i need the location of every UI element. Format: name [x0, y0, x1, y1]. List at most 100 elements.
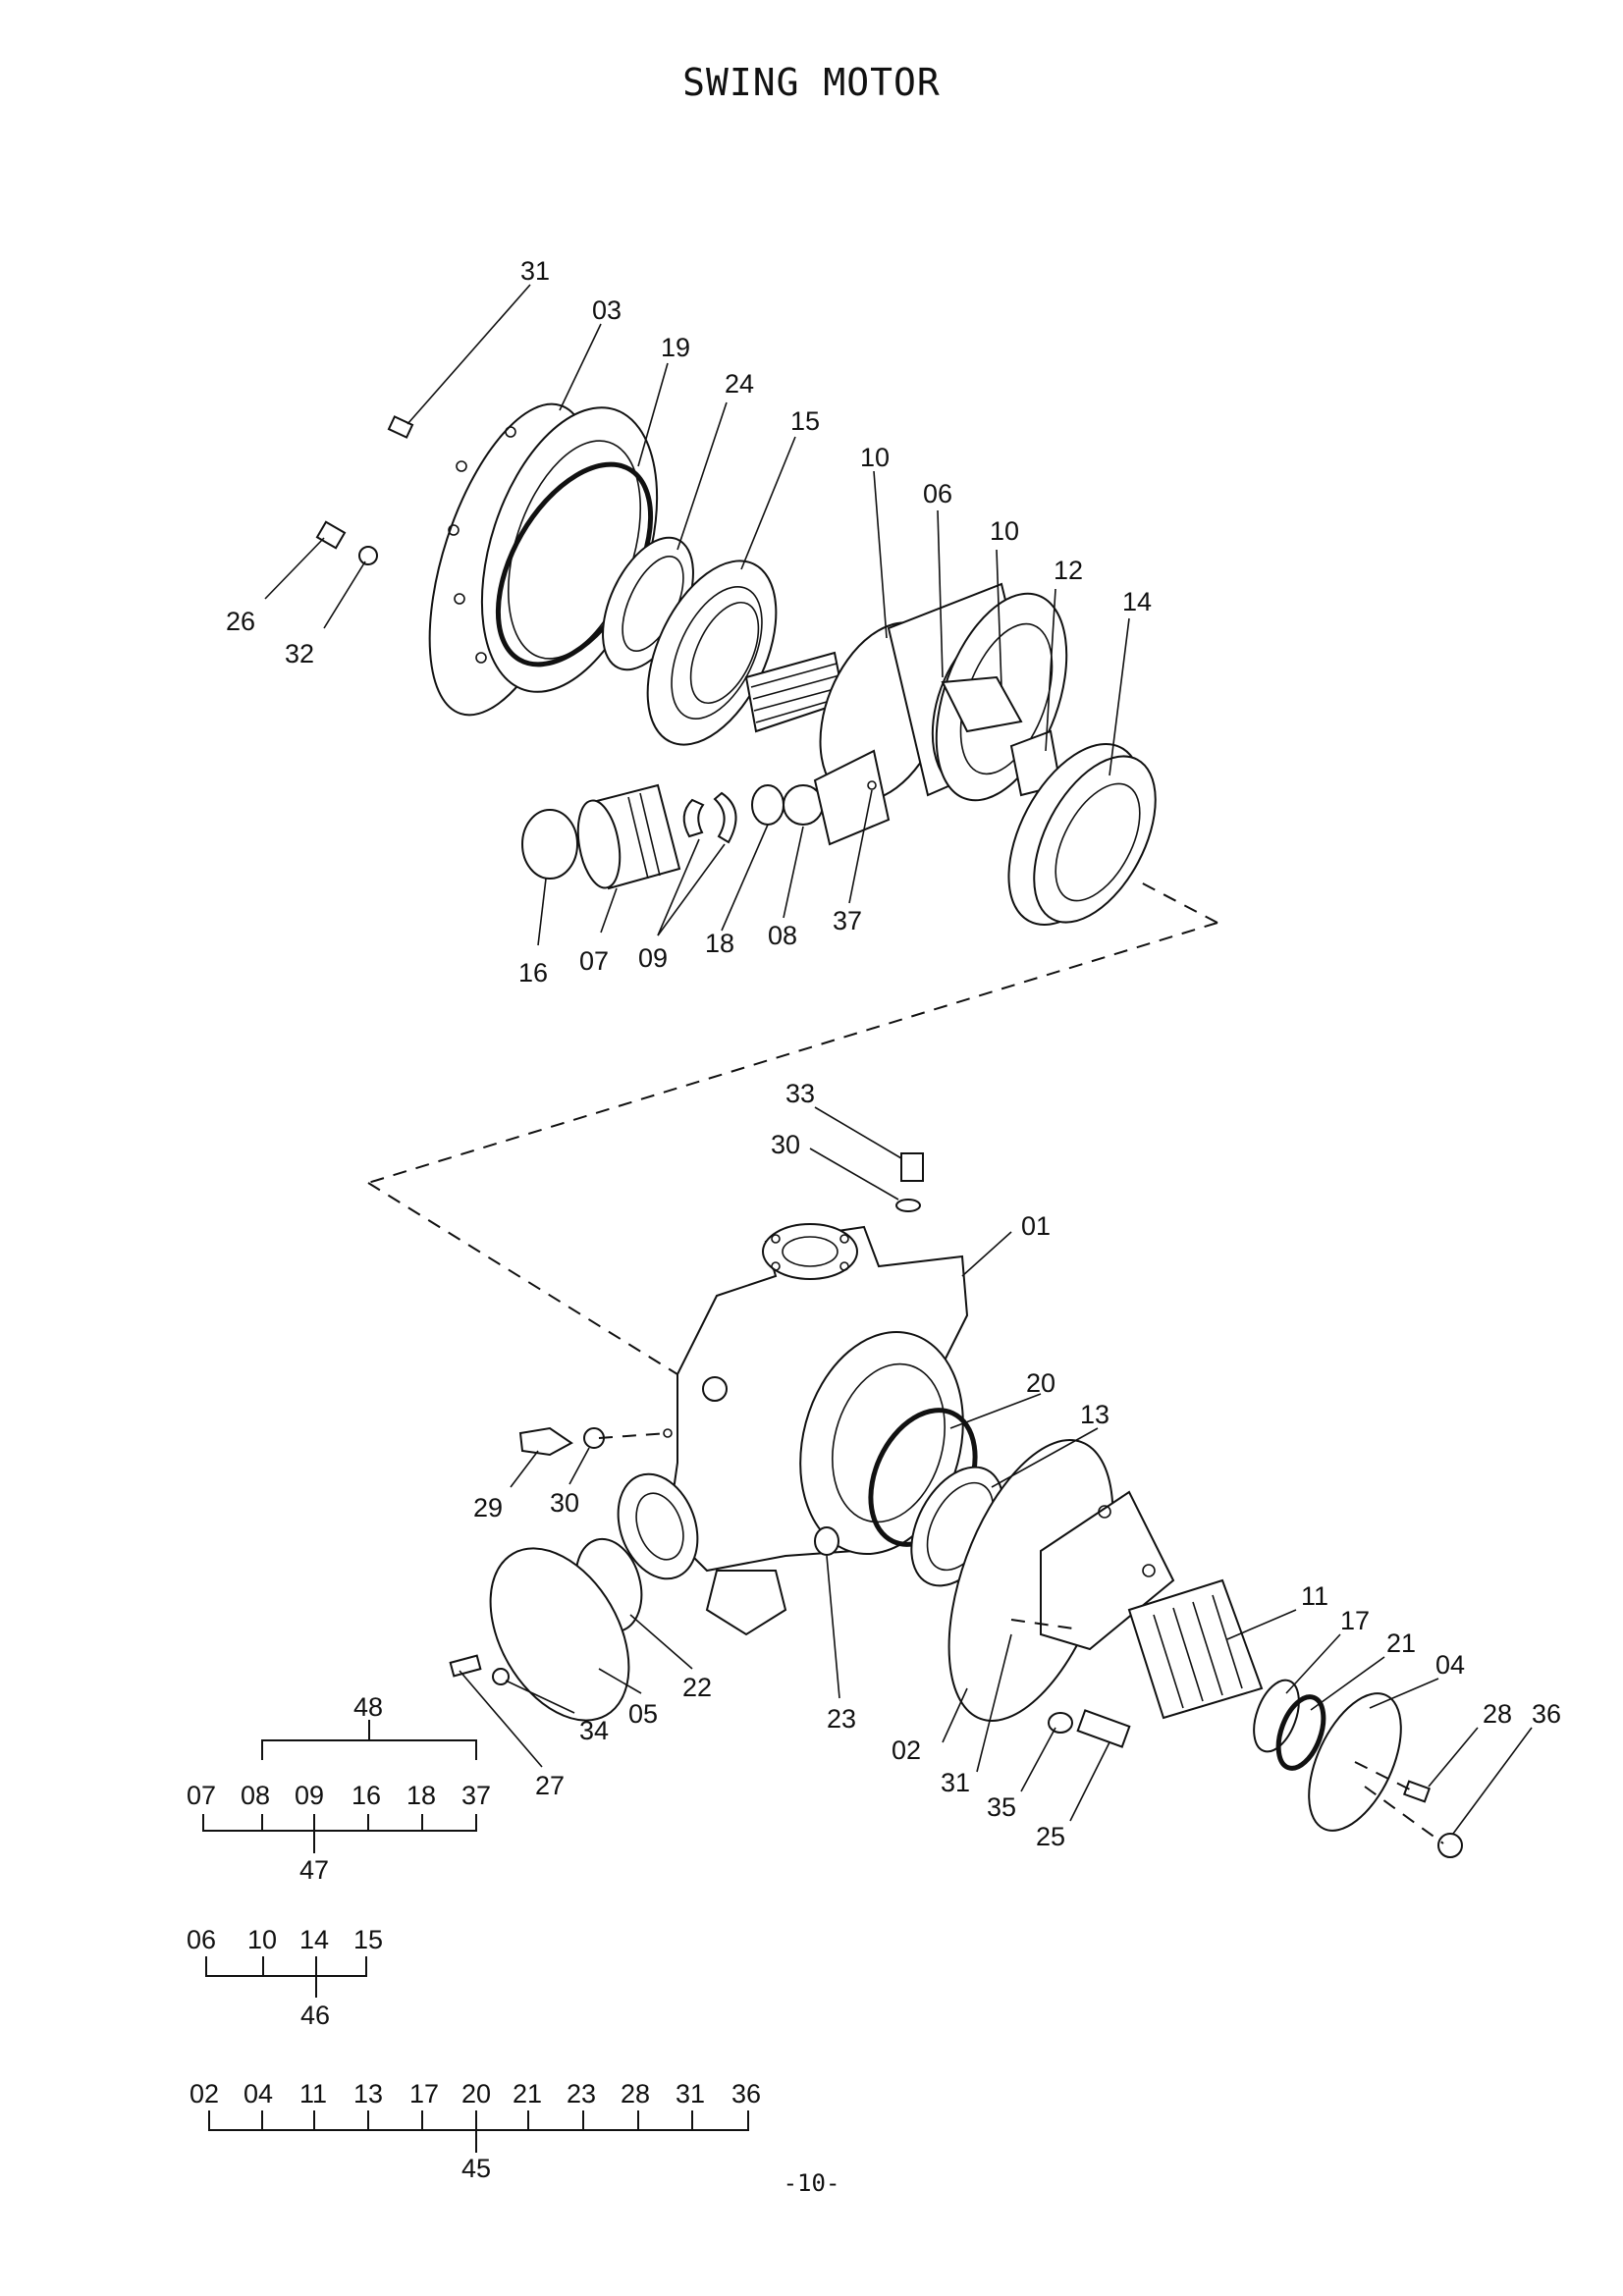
assembly-46-number: 46: [300, 2001, 330, 2030]
assembly-member-23: 23: [567, 2079, 596, 2109]
part-21-o-ring: [1275, 1694, 1326, 1771]
part-29-fitting: [518, 1426, 573, 1457]
callout-03: 03: [592, 295, 622, 325]
assembly-45-number: 45: [461, 2154, 491, 2183]
part-18-ring: [751, 784, 784, 826]
upper-leader-lines: [264, 284, 1218, 1375]
assembly-member-07: 07: [187, 1781, 216, 1810]
part-31-plug: [387, 415, 414, 439]
callout-08: 08: [768, 921, 797, 950]
part-28-bolt: [1402, 1780, 1432, 1803]
callout-10: 10: [860, 443, 890, 472]
callout-12: 12: [1054, 556, 1083, 585]
part-23-o-ring: [814, 1526, 839, 1556]
callout-10-second: 10: [990, 516, 1019, 546]
callout-25: 25: [1036, 1822, 1065, 1851]
page-number: -10-: [783, 2169, 840, 2197]
callout-07: 07: [579, 946, 609, 976]
callout-05: 05: [628, 1699, 658, 1729]
assembly-member-37: 37: [461, 1781, 491, 1810]
part-09-half-ring-b: [713, 791, 737, 844]
part-17-ring: [1253, 1679, 1300, 1753]
part-07-piston: [576, 783, 681, 890]
assembly-45-bracket: 02 04 11 13 17 20 21 23 28 31 36 45: [189, 2079, 761, 2183]
callout-24: 24: [725, 369, 754, 399]
assembly-member-11: 11: [299, 2079, 327, 2109]
callout-30: 30: [771, 1130, 800, 1159]
callout-31: 31: [520, 256, 550, 286]
callout-27: 27: [535, 1771, 565, 1800]
callout-17: 17: [1340, 1606, 1370, 1635]
callout-37: 37: [833, 906, 862, 935]
part-30-washer-top: [895, 1199, 921, 1212]
assembly-member-10: 10: [247, 1925, 277, 1954]
part-14-bearing: [1007, 743, 1157, 926]
callout-18: 18: [705, 929, 734, 958]
callout-15: 15: [790, 406, 820, 436]
part-26-bolt: [315, 520, 347, 550]
callout-30-second: 30: [550, 1488, 579, 1518]
callout-23: 23: [827, 1704, 856, 1734]
callout-11: 11: [1301, 1581, 1328, 1611]
part-01-housing: [617, 1223, 969, 1636]
part-34-washer: [492, 1668, 510, 1685]
callout-36: 36: [1532, 1699, 1561, 1729]
assembly-member-14: 14: [299, 1925, 329, 1954]
assembly-member-18: 18: [406, 1781, 436, 1810]
part-25-bolt: [1076, 1709, 1131, 1748]
lower-assembly: 33 30 01 20 13 29 30 22 05 23 34 27 02 3…: [449, 1079, 1561, 1858]
callout-22: 22: [682, 1673, 712, 1702]
part-06-shaft: [744, 582, 1068, 802]
assembly-member-17: 17: [409, 2079, 439, 2109]
callout-09: 09: [638, 943, 668, 973]
callout-34: 34: [579, 1716, 609, 1745]
part-02-valve-housing: [947, 1439, 1175, 1722]
callout-32: 32: [285, 639, 314, 668]
callout-35: 35: [987, 1792, 1016, 1822]
lower-leader-lines: [459, 1106, 1533, 1844]
part-36-eye-bolt: [1437, 1833, 1463, 1858]
assembly-46-bracket: 06 10 14 15 46: [187, 1925, 383, 2030]
assembly-member-02: 02: [189, 2079, 219, 2109]
assembly-member-15: 15: [353, 1925, 383, 1954]
assembly-member-28: 28: [621, 2079, 650, 2109]
callout-29: 29: [473, 1493, 503, 1522]
assembly-member-09: 09: [295, 1781, 324, 1810]
part-32-washer: [358, 546, 378, 565]
assembly-member-16: 16: [352, 1781, 381, 1810]
assembly-member-06: 06: [187, 1925, 216, 1954]
part-05-cover-plate: [489, 1547, 630, 1722]
assembly-member-13: 13: [353, 2079, 383, 2109]
callout-31-second: 31: [941, 1768, 970, 1797]
assembly-47-number: 47: [299, 1855, 329, 1885]
part-33-bolt: [900, 1152, 924, 1182]
upper-assembly: 31 03 19 24 15 10 06 10 12 14 26 32 16 0…: [226, 256, 1218, 1375]
callout-19: 19: [661, 333, 690, 362]
assembly-member-04: 04: [243, 2079, 273, 2109]
part-16-ring: [521, 809, 578, 880]
callout-21: 21: [1386, 1629, 1416, 1658]
part-35-washer: [1048, 1712, 1073, 1734]
assembly-48-47-bracket: 48 07 08 09 16 18 37 47: [187, 1692, 491, 1885]
assembly-48-number: 48: [353, 1692, 383, 1722]
callout-33: 33: [785, 1079, 815, 1108]
assembly-member-36: 36: [731, 2079, 761, 2109]
part-27-bolt: [449, 1654, 482, 1678]
callout-04: 04: [1435, 1650, 1465, 1680]
callout-02: 02: [892, 1735, 921, 1765]
assembly-member-08: 08: [241, 1781, 270, 1810]
part-08-ball-joint: [783, 749, 891, 846]
page-title: SWING MOTOR: [682, 61, 941, 104]
part-09-half-ring-a: [682, 798, 705, 838]
assembly-member-21: 21: [513, 2079, 542, 2109]
callout-16: 16: [518, 958, 548, 988]
callout-28: 28: [1483, 1699, 1512, 1729]
assembly-member-20: 20: [461, 2079, 491, 2109]
part-11-spool: [1127, 1578, 1264, 1720]
callout-06: 06: [923, 479, 952, 508]
callout-13: 13: [1080, 1400, 1109, 1429]
callout-26: 26: [226, 607, 255, 636]
callout-14: 14: [1122, 587, 1152, 616]
callout-20: 20: [1026, 1368, 1055, 1398]
